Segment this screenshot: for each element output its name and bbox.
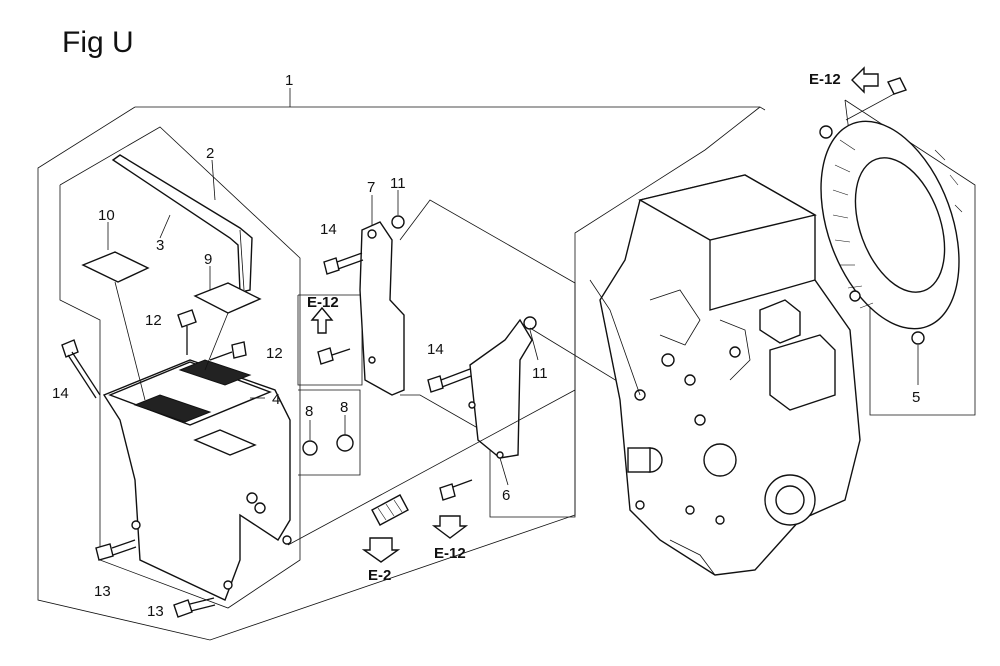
- washer-11-upper: [391, 215, 405, 229]
- callout-13-lower: 13: [147, 603, 164, 620]
- part-bracket-7: [359, 221, 405, 396]
- bolt-e12-bottom: [439, 479, 473, 501]
- callout-5: 5: [912, 389, 920, 406]
- callout-10: 10: [98, 207, 115, 224]
- bolt-e12-top: [845, 77, 907, 121]
- bolt-13-upper: [95, 539, 137, 561]
- callout-8-right: 8: [340, 399, 348, 416]
- bolt-12-right: [209, 341, 247, 361]
- arrow-down-e12-icon: [431, 515, 469, 539]
- hole-2: [254, 502, 266, 514]
- hole-3: [131, 520, 141, 530]
- callout-7: 7: [367, 179, 375, 196]
- bolt-e2: [371, 494, 409, 526]
- callout-13-upper: 13: [94, 583, 111, 600]
- callout-14-right: 14: [427, 341, 444, 358]
- callout-9: 9: [204, 251, 212, 268]
- bolt-icon: [317, 347, 334, 365]
- arrow-down-e2-icon: [361, 537, 401, 563]
- bolt-13-lower: [173, 597, 216, 618]
- part-heat-shield: [102, 359, 292, 601]
- callout-14-mid: 14: [320, 221, 337, 238]
- bracket-6-outline: [399, 199, 576, 518]
- callout-1: 1: [285, 72, 293, 89]
- callout-12-right: 12: [266, 345, 283, 362]
- figure-title: Fig U: [62, 26, 134, 59]
- e12-left-box: [297, 294, 363, 386]
- part-label-10: [81, 251, 150, 283]
- hole-4: [223, 580, 233, 590]
- callout-3: 3: [156, 237, 164, 254]
- ref-e12-bottom: E-12: [434, 545, 466, 562]
- callout-12-left: 12: [145, 312, 162, 329]
- hole-5: [282, 535, 292, 545]
- part-label-9: [193, 282, 262, 314]
- callout-6: 6: [502, 487, 510, 504]
- heat-shield-group-outline: [59, 126, 301, 609]
- assembly-outline: [37, 88, 766, 641]
- callout-4: 4: [272, 391, 280, 408]
- nut-group-outline: [298, 389, 361, 476]
- ref-e2-bottom: E-2: [368, 567, 391, 584]
- bolt-14-right: [427, 368, 472, 393]
- callout-14-left: 14: [52, 385, 69, 402]
- arrow-up-icon: [310, 306, 334, 334]
- bolt-14-mid: [323, 252, 364, 275]
- arrow-left-e12-icon: [851, 66, 879, 94]
- bolt-14-left: [61, 339, 101, 399]
- callout-8-left: 8: [305, 403, 313, 420]
- nut-8-right: [336, 434, 354, 452]
- part-fan-cover: [819, 120, 963, 345]
- washer-11-lower: [523, 316, 537, 330]
- ref-e12-left-box: E-12: [307, 294, 339, 311]
- callout-11-lower: 11: [532, 365, 548, 382]
- part-bracket-6: [468, 318, 533, 459]
- callout-2: 2: [206, 145, 214, 162]
- bolt-12-left: [177, 309, 197, 355]
- nut-8-left: [302, 440, 318, 456]
- hole-1: [246, 492, 258, 504]
- leader-line: [287, 389, 576, 546]
- part-bar: [111, 154, 253, 293]
- callout-11-upper: 11: [390, 175, 406, 192]
- ref-e12-top-right: E-12: [809, 71, 841, 88]
- engine-block: [589, 174, 861, 576]
